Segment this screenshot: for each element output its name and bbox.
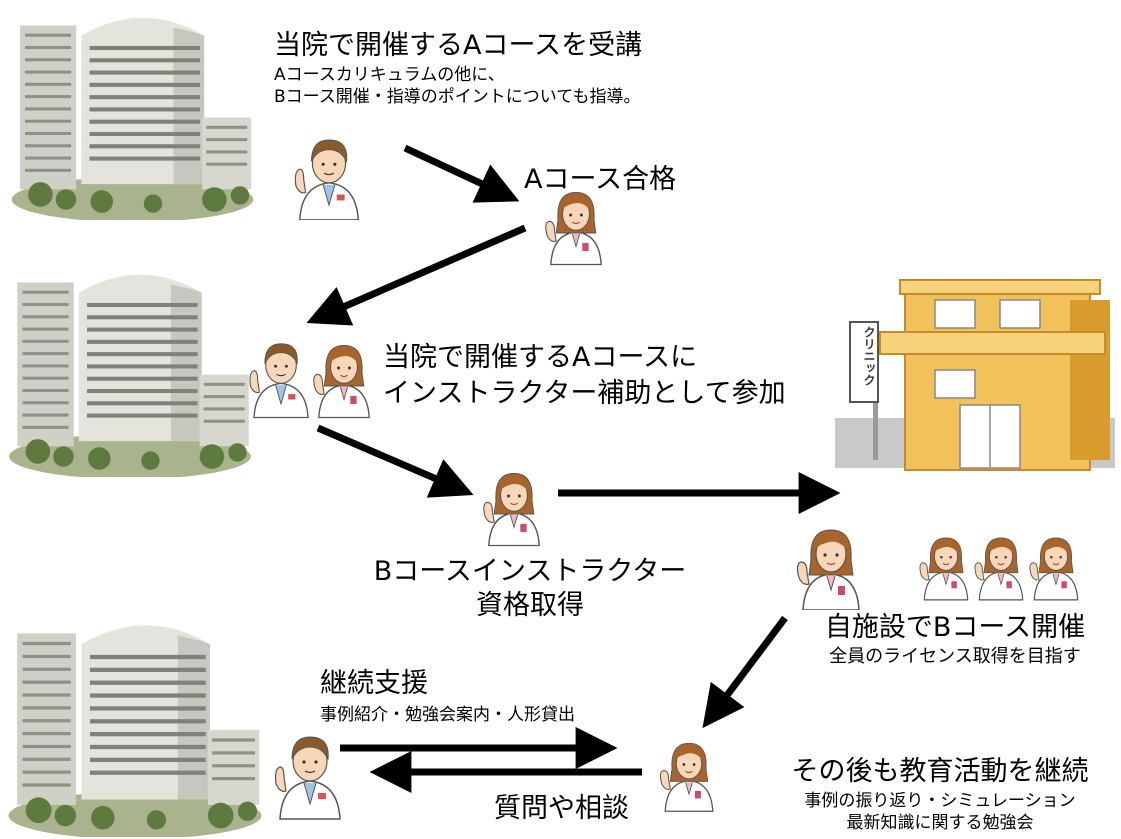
step-support-sub: 事例紹介・勉強会案内・人形貸出 [320,705,575,725]
arrow-to-own-facility-followup [702,615,788,729]
step-questions: 質問や相談 [494,793,629,824]
step-support: 継続支援 事例紹介・勉強会案内・人形貸出 [320,668,575,726]
step-own-facility: 自施設でBコース開催 全員のライセンス取得を目指す [795,612,1115,668]
step-continue-title: その後も教育活動を継続 [791,756,1089,787]
arrow-to-assist [306,224,527,326]
step-b-instructor: Bコースインストラクター 資格取得 [355,555,705,623]
step-assist-line1: 当院で開催するAコースに [383,342,698,373]
step-b-instructor-line2: 資格取得 [476,590,584,621]
doctor-male-middle [249,342,309,419]
clinic-illustration [835,279,1115,471]
doctor-female-middle [313,344,370,419]
step-continue-line1: 事例の振り返り・シミュレーション [804,791,1076,811]
step-a-course-title: 当院で開催するAコースを受講 [274,30,643,61]
doctor-female-clinic-staff-3 [1029,537,1079,601]
arrow-to-instructor [316,424,474,498]
doctor-female-clinic-lead [796,529,860,610]
step-a-course-line2: Bコース開催・指導のポイントについても指導。 [274,87,641,107]
step-assist: 当院で開催するAコースに インストラクター補助として参加 [383,340,786,412]
step-own-facility-title: 自施設でBコース開催 [824,612,1086,643]
arrow-to-a-pass [403,144,520,203]
step-a-course-line1: Aコースカリキュラムの他に、 [274,65,505,85]
doctor-male-bottom [274,736,341,820]
doctor-female-clinic-staff-2 [974,537,1024,601]
doctor-male-top [294,139,359,220]
doctor-female-instructor [483,472,540,547]
step-a-course: 当院で開催するAコースを受講 Aコースカリキュラムの他に、 Bコース開催・指導の… [274,30,642,108]
clinic-sign: クリニック [862,326,876,386]
step-a-pass: Aコース合格 [524,164,677,195]
hospital-illustration-bottom [8,625,262,837]
step-continue-line2: 最新知識に関する勉強会 [846,813,1034,833]
step-continue: その後も教育活動を継続 事例の振り返り・シミュレーション 最新知識に関する勉強会 [760,756,1120,834]
step-support-title: 継続支援 [320,668,428,699]
hospital-illustration-middle [9,274,251,477]
step-assist-line2: インストラクター補助として参加 [383,378,786,409]
doctor-female-pass [545,191,602,266]
doctor-female-bottom [659,742,714,812]
step-own-facility-sub: 全員のライセンス取得を目指す [829,646,1081,667]
step-b-instructor-line1: Bコースインストラクター [373,556,687,587]
hospital-illustration-top [11,17,254,220]
doctor-female-clinic-staff-1 [919,537,969,601]
